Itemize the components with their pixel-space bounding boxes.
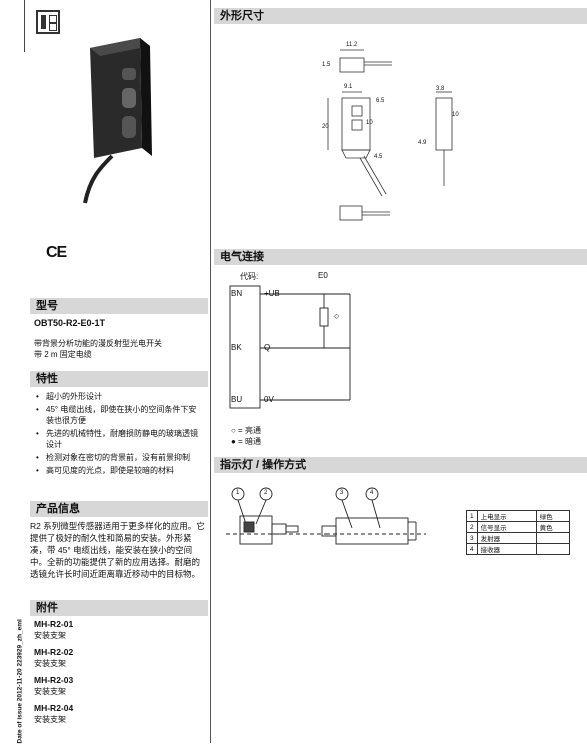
model-desc-1: 带背景分析功能的漫反射型光电开关 [34,339,162,348]
dim-label: 11.2 [346,42,358,48]
dim-label: 20 [322,124,329,130]
model-code: OBT50-R2-E0-1T [34,318,106,328]
dim-label: 9.1 [344,84,353,90]
model-heading: 型号 [30,298,208,314]
dimensions-heading: 外形尺寸 [214,8,587,24]
accessory-code: MH-R2-03 [34,675,74,685]
accessory-code: MH-R2-02 [34,647,74,657]
accessory-code: MH-R2-01 [34,619,74,629]
features-list: 超小的外形设计 45° 电缆出线，即使在狭小的空间条件下安装也很方便 先进的机械… [34,391,204,478]
feature-item: 45° 电缆出线，即使在狭小的空间条件下安装也很方便 [34,404,204,426]
accessory-code: MH-R2-04 [34,703,74,713]
accessories-list: MH-R2-01 安装支架 MH-R2-02 安装支架 MH-R2-03 安装支… [34,618,204,730]
accessory-name: 安装支架 [34,631,66,640]
feature-item: 检测对象在密切的背景前，没有前景抑制 [34,452,204,463]
feature-item: 超小的外形设计 [34,391,204,402]
wiring-code-value: E0 [318,271,328,280]
callout-number: 3 [340,490,344,496]
callout-number: 1 [236,490,240,496]
product-info-text: R2 系列微型传感器适用于更多样化的应用。它提供了极好的耐久性和简易的安装。外形… [30,521,205,579]
indicators-heading: 指示灯 / 操作方式 [214,457,587,473]
pin-wire: BN [231,289,243,298]
wiring-diagram [229,285,351,409]
legend-dark-on: ● = 暗通 [231,437,261,446]
model-desc-2: 带 2 m 固定电缆 [34,350,92,359]
dim-label: 3.8 [436,86,445,92]
dimension-drawing [327,49,453,221]
dim-label: 10 [366,120,373,126]
pin-signal: +UB [264,289,280,298]
features-heading: 特性 [30,371,208,387]
indicator-drawing [226,487,426,545]
column-divider [210,0,211,743]
table-row: 2 信号显示 黄色 [466,521,570,533]
dim-label: 6.5 [376,98,385,104]
indicator-table: 1 上电显示 绿色 2 信号显示 黄色 3 发射器 4 接收器 [466,510,570,555]
light-on-symbol: ○ [334,311,340,321]
pin-wire: BU [231,395,243,404]
table-row: 1 上电显示 绿色 [466,510,570,522]
callout-number: 4 [370,490,374,496]
electrical-heading: 电气连接 [214,249,587,265]
legend-light-on: ○ = 亮通 [231,426,261,435]
product-info-heading: 产品信息 [30,501,208,517]
issue-date-text: Date of issue 2012-11-20 223929_zh_eml [16,619,24,744]
table-row: 3 发射器 [466,532,570,544]
ce-mark: CE [46,244,67,261]
dim-label: 10 [452,112,459,118]
feature-item: 先进的机械特性，耐磨损防静电的玻璃透镜设计 [34,428,204,450]
accessory-name: 安装支架 [34,687,66,696]
wiring-code-label: 代码: [240,272,259,281]
dim-label: 1.5 [322,62,331,68]
sensor-photo [83,38,152,204]
pin-signal: 0V [264,395,274,404]
pin-wire: BK [231,343,242,352]
accessory-name: 安装支架 [34,659,66,668]
accessories-heading: 附件 [30,600,208,616]
feature-item: 高可见度的光点，即使是较暗的材料 [34,465,204,476]
dim-label: 4.9 [418,140,427,146]
dim-label: 4.5 [374,154,383,160]
table-row: 4 接收器 [466,543,570,555]
left-margin-line [24,0,25,52]
pin-signal: Q [264,343,271,352]
accessory-name: 安装支架 [34,715,66,724]
logo [36,10,60,34]
callout-number: 2 [264,490,268,496]
